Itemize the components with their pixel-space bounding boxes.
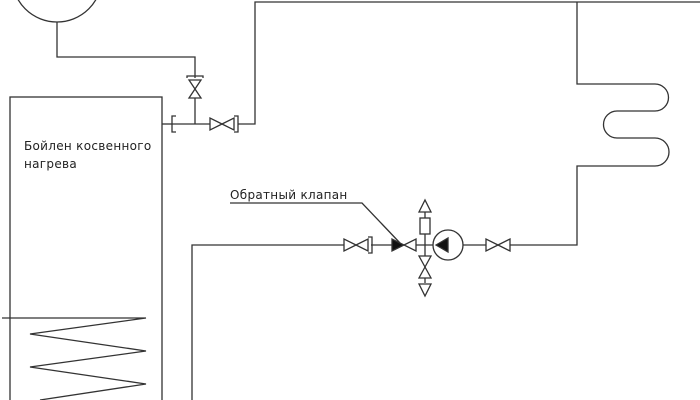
valve-icon bbox=[485, 237, 511, 253]
tank-pipe bbox=[56, 22, 196, 78]
return-pipe bbox=[191, 244, 344, 400]
radiator-coil bbox=[576, 2, 655, 85]
drain-valve-icon bbox=[417, 255, 433, 279]
vertical-valve-icon bbox=[187, 79, 203, 99]
radiator-coil bbox=[510, 83, 670, 246]
air-vent-arrow-icon bbox=[417, 198, 433, 213]
pump-arrow-icon bbox=[434, 236, 449, 254]
heating-coil bbox=[2, 317, 147, 400]
drain-arrow-icon bbox=[417, 283, 433, 298]
leader-line bbox=[230, 202, 401, 244]
check-valve-icon bbox=[402, 237, 417, 253]
boiler-tank bbox=[9, 96, 163, 400]
valve-icon bbox=[343, 237, 369, 253]
expansion-tank bbox=[17, 0, 97, 23]
check-valve-label: Обратный клапан bbox=[230, 188, 348, 202]
boiler-label-line1: Бойлен косвенного bbox=[24, 139, 152, 153]
valve-icon bbox=[209, 116, 235, 132]
boiler-label-line2: нагрева bbox=[24, 157, 78, 171]
supply-pipe bbox=[238, 1, 700, 125]
bracket-icon bbox=[368, 236, 373, 254]
bracket-icon bbox=[186, 75, 204, 78]
air-vent-icon bbox=[419, 217, 431, 235]
